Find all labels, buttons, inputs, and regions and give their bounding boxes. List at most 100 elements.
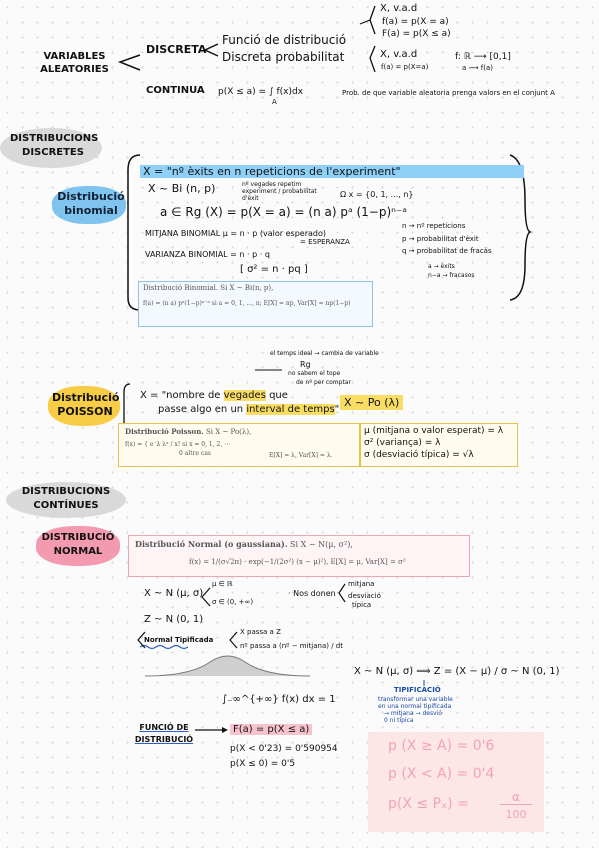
map-note-2: a ⟶ f(a) <box>462 64 493 72</box>
normal-tipificada: Normal Tipificada <box>144 636 214 644</box>
poisson-def-c: passe algo en un <box>158 404 247 415</box>
binomial-variance: VARIANZA BINOMIAL = n · p · q <box>145 250 270 259</box>
poisson-var: σ² (variança) = λ <box>364 438 441 448</box>
normal-tag: DISTRIBUCIÓ NORMAL <box>41 532 115 557</box>
brace-variables <box>117 54 141 71</box>
continua-lower: A <box>272 98 277 106</box>
normal-integral: ∫₋∞^{+∞} f(x) dx = 1 <box>222 694 336 705</box>
normal-p1: p(X < 0'23) = 0'590954 <box>230 744 338 754</box>
connector-line <box>359 19 371 25</box>
binomial-left-bracket <box>127 154 141 311</box>
normal-box-title-rest: Si X ~ N(μ, σ²), <box>287 540 353 549</box>
binomial-tag: Distribució binomial <box>57 190 125 217</box>
binomial-law-note: nº vegades repetim experiment / probabil… <box>242 181 317 202</box>
binomial-box-title: Distribució Binomial. Si X ~ Bi(n, p), <box>143 284 274 292</box>
poisson-definition-box: Distribució Poisson. Si X ~ Po(λ), f(x) … <box>118 423 360 467</box>
z01: Z ~ N (0, 1) <box>144 614 204 625</box>
normal-donen: · Nos donen <box>288 589 336 598</box>
binomial-mitjana: MITJANA BINOMIAL μ = n · p (valor espera… <box>145 229 326 238</box>
discretes-blob <box>0 128 102 168</box>
binomial-aerg: a ∈ Rg (X) = p(X = a) = (n a) pᵃ (1−p)ⁿ⁻… <box>160 205 407 219</box>
binomial-right-bracket <box>509 154 533 301</box>
poisson-box-fx: f(x) = { e⁻λ λˣ / x! si x = 0, 1, 2, ⋯ <box>125 441 231 448</box>
poisson-def-a: X = "nombre de <box>140 390 224 401</box>
poisson-box-fx2: 0 altre cas <box>179 450 211 457</box>
poisson-mu: μ (mitjana o valor esperat) = λ <box>364 426 504 436</box>
tip-note-3: → mitjana → desvió <box>384 710 442 717</box>
legend-q: q → probabilitat de fracàs <box>402 247 492 255</box>
poisson-note-1: el temps ideal → cambia de variable <box>270 350 379 357</box>
poisson-box-title: Distribució Poisson. <box>125 427 204 436</box>
discreta-item-1: Funció de distribució <box>222 33 347 47</box>
tipification-formula: X ~ N (μ, σ) ⟹ Z = (X − μ) / σ ~ N (0, 1… <box>354 666 560 677</box>
pink-line-3: p(X ≤ Pₓ) = <box>388 796 469 812</box>
tip-note-1: transformar una variable <box>378 696 453 703</box>
normal-box-formula: f(x) = 1/(σ√2π) · exp(−1/(2σ²) (x − μ)²)… <box>189 558 406 566</box>
poisson-box-title-line: Distribució Poisson. Si X ~ Po(λ), <box>119 424 359 439</box>
poisson-note-3: de nº per comptar <box>296 379 351 386</box>
normal-donen-2: desviació <box>348 592 381 600</box>
poisson-note-2: no sabem el tope <box>288 370 341 377</box>
pink-line-2: p (X < A) = 0'4 <box>388 766 495 782</box>
poisson-right-box <box>360 423 518 467</box>
continua-note: Prob. de que variable aleatoria prenga v… <box>342 89 555 97</box>
poisson-def-b: que <box>265 390 288 401</box>
variables-title: VARIABLES ALEATORIES <box>40 51 109 75</box>
normal-donen-3: típica <box>352 601 372 609</box>
brace-normal <box>137 631 146 649</box>
top-right-1: X, v.a.d <box>380 3 418 14</box>
poisson-def-d: " <box>334 404 340 415</box>
binomial-x-def: X = "nº èxits en n repeticions de l'expe… <box>140 165 524 178</box>
brace-mid <box>369 45 376 73</box>
normal-box-title: Distribució Normal (o gaussiana). <box>135 539 288 549</box>
continues-blob <box>6 482 126 518</box>
pink-line-1: p (X ≥ A) = 0'6 <box>388 738 495 754</box>
poisson-note-rg: Rg <box>300 360 311 369</box>
legend-a: a → èxits <box>428 263 455 270</box>
poisson-def-hl: vegades <box>223 390 266 401</box>
map-note-1: f: ℝ ⟶ [0,1] <box>455 52 511 62</box>
poisson-sd: σ (desviació típica) = √λ <box>364 450 474 460</box>
top-right-3: F(a) = p(X ≤ a) <box>382 29 451 39</box>
binomial-blob <box>52 186 126 224</box>
tip-note-2: en una normal tipificada <box>378 703 452 710</box>
poisson-law: X ~ Po (λ) <box>340 395 404 410</box>
poisson-box-exp: E[X] = λ, Var[X] = λ. <box>269 452 333 459</box>
continua-formula: p(X ≤ a) = ∫ f(x)dx <box>218 87 304 97</box>
normal-box-title-line: Distribució Normal (o gaussiana). Si X ~… <box>129 536 469 552</box>
continua-label: CONTINUA <box>146 85 205 96</box>
normal-law-mu: μ ∈ ℝ <box>212 580 233 588</box>
legend-p: p → probabilitat d'èxit <box>402 235 479 243</box>
gaussian-curve <box>144 655 311 677</box>
tip-note-4: 0 ni típica <box>384 717 414 724</box>
normal-blob <box>36 526 120 566</box>
poisson-blob <box>48 386 120 426</box>
binomial-definition-box: Distribució Binomial. Si X ~ Bi(n, p), f… <box>138 281 373 327</box>
poisson-box-title-rest: Si X ~ Po(λ), <box>203 428 252 436</box>
continues-title: DISTRIBUCIONS CONTÍNUES <box>21 486 111 511</box>
tip-note-title: TIPIFICACIÓ <box>394 686 441 694</box>
brace-tip <box>229 631 238 649</box>
discreta-item-2: Discreta probabilitat <box>222 50 345 64</box>
binomial-omega: Ω x = {0, 1, ..., n} <box>340 190 414 199</box>
poisson-def-line2: passe algo en un interval de temps" <box>158 404 339 415</box>
normal-p2: p(X ≤ 0) = 0'5 <box>230 759 296 769</box>
normal-definition-box: Distribució Normal (o gaussiana). Si X ~… <box>128 535 470 577</box>
binomial-esperanza: = ESPERANZA <box>300 238 350 246</box>
percentile-box <box>368 732 544 832</box>
tip-item-1: X passa a Z <box>240 628 281 636</box>
normal-F: F(a) = p(X ≤ a) <box>230 724 313 735</box>
binomial-law: X ~ Bi (n, p) <box>148 182 216 195</box>
poisson-def-hl2: interval de temps <box>246 404 335 415</box>
normal-law-sigma: σ ∈ (0, +∞) <box>212 598 254 606</box>
pink-frac-den: 100 <box>505 808 527 821</box>
funcio-distribucio-label: FUNCIÓ DE DISTRIBUCIÓ <box>134 723 194 744</box>
brace-donen <box>338 583 346 603</box>
poisson-def-line1: X = "nombre de vegades que <box>140 390 288 401</box>
binomial-sigma: [ σ² = n · pq ] <box>240 264 308 275</box>
mid-right-1: X, v.a.d <box>380 49 418 60</box>
poisson-tag: Distribució POISSON <box>52 391 120 418</box>
discretes-title: DISTRIBUCIONS DISCRETES <box>10 133 99 158</box>
tip-item-2: nº passa a (nº − mitjana) / dt <box>240 642 343 650</box>
